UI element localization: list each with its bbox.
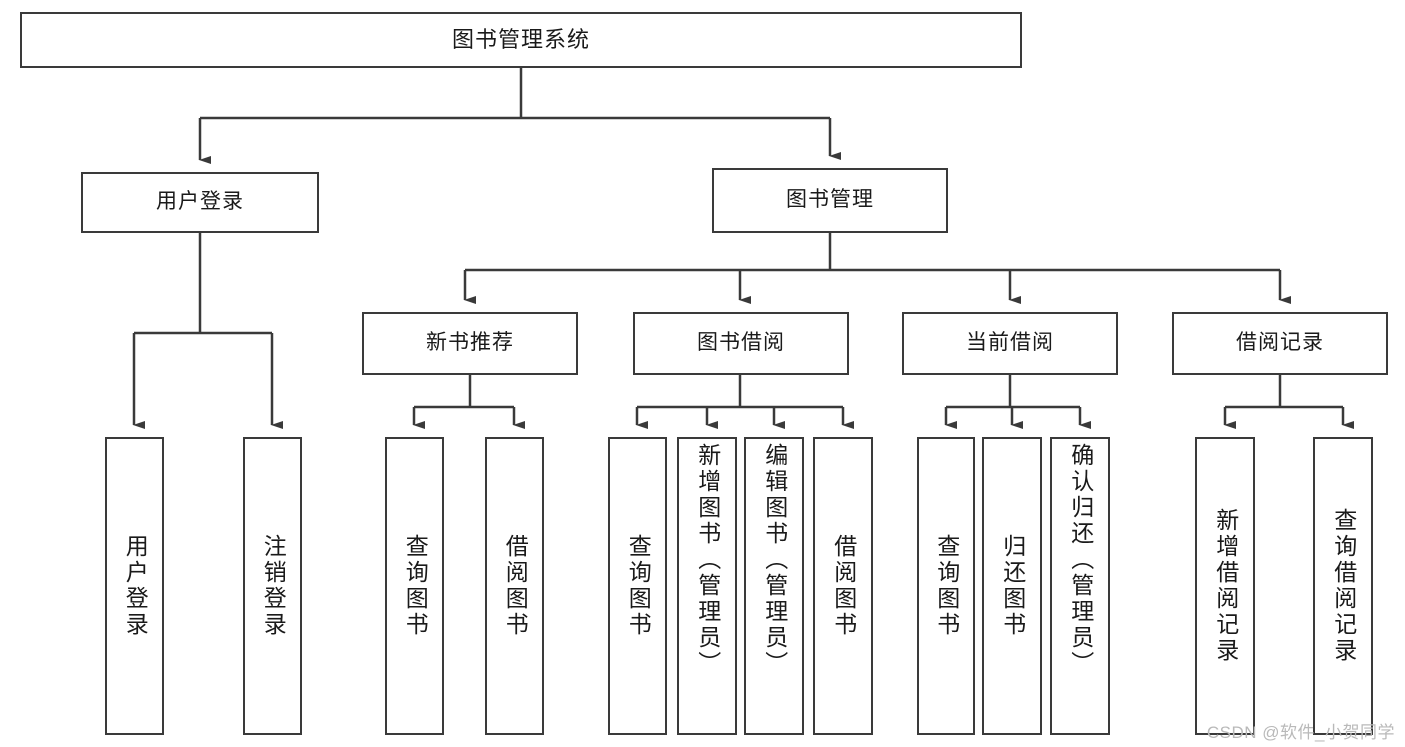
node-label: 查询图书 bbox=[625, 534, 652, 638]
node-label: 借阅图书 bbox=[502, 534, 529, 638]
node-label: 注销登录 bbox=[260, 534, 287, 638]
node-label: 图书管理 bbox=[786, 188, 874, 212]
node-book-management[interactable]: 图书管理 bbox=[712, 168, 948, 233]
leaf-query-borrow-record[interactable]: 查询借阅记录 bbox=[1313, 437, 1373, 735]
node-label: 新增图书（管理员） bbox=[694, 443, 721, 677]
leaf-query-book-borrow[interactable]: 查询图书 bbox=[608, 437, 667, 735]
node-user-login[interactable]: 用户登录 bbox=[81, 172, 319, 233]
node-label: 新书推荐 bbox=[426, 331, 514, 355]
node-label: 查询借阅记录 bbox=[1330, 508, 1357, 664]
leaf-user-login[interactable]: 用户登录 bbox=[105, 437, 164, 735]
leaf-query-book-recommend[interactable]: 查询图书 bbox=[385, 437, 444, 735]
node-label: 用户登录 bbox=[156, 190, 244, 214]
leaf-borrow-book[interactable]: 借阅图书 bbox=[813, 437, 873, 735]
node-label: 新增借阅记录 bbox=[1212, 508, 1239, 664]
node-label: 确认归还（管理员） bbox=[1067, 443, 1094, 677]
node-label: 图书借阅 bbox=[697, 331, 785, 355]
node-label: 编辑图书（管理员） bbox=[761, 443, 788, 677]
node-label: 查询图书 bbox=[402, 534, 429, 638]
leaf-borrow-book-recommend[interactable]: 借阅图书 bbox=[485, 437, 544, 735]
node-root-book-management-system[interactable]: 图书管理系统 bbox=[20, 12, 1022, 68]
leaf-add-book-admin[interactable]: 新增图书（管理员） bbox=[677, 437, 737, 735]
node-current-borrow[interactable]: 当前借阅 bbox=[902, 312, 1118, 375]
node-borrow-record[interactable]: 借阅记录 bbox=[1172, 312, 1388, 375]
node-label: 借阅记录 bbox=[1236, 331, 1324, 355]
leaf-user-logout[interactable]: 注销登录 bbox=[243, 437, 302, 735]
node-label: 当前借阅 bbox=[966, 331, 1054, 355]
leaf-query-book-current[interactable]: 查询图书 bbox=[917, 437, 975, 735]
node-label: 查询图书 bbox=[933, 534, 960, 638]
node-label: 图书管理系统 bbox=[451, 27, 590, 53]
node-new-book-recommend[interactable]: 新书推荐 bbox=[362, 312, 578, 375]
node-label: 归还图书 bbox=[999, 534, 1026, 638]
leaf-add-borrow-record[interactable]: 新增借阅记录 bbox=[1195, 437, 1255, 735]
leaf-return-book[interactable]: 归还图书 bbox=[982, 437, 1042, 735]
node-label: 用户登录 bbox=[122, 534, 149, 638]
leaf-edit-book-admin[interactable]: 编辑图书（管理员） bbox=[744, 437, 804, 735]
leaf-confirm-return-admin[interactable]: 确认归还（管理员） bbox=[1050, 437, 1110, 735]
node-book-borrow[interactable]: 图书借阅 bbox=[633, 312, 849, 375]
node-label: 借阅图书 bbox=[830, 534, 857, 638]
